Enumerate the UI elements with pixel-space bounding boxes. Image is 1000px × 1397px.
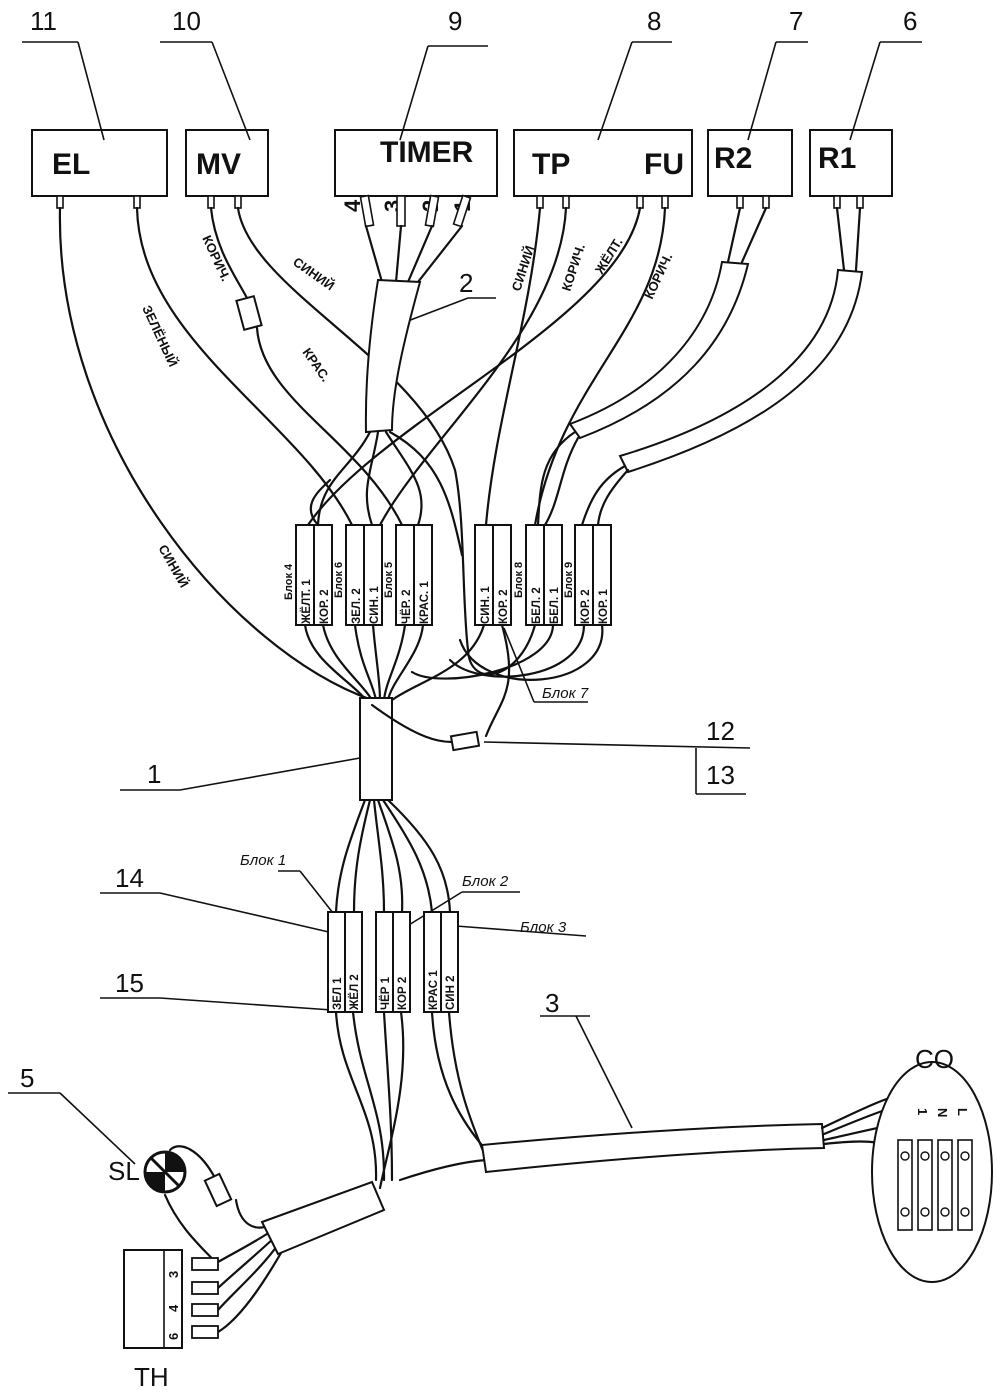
pin-b3-2: СИН 2 (445, 976, 457, 1010)
block-9-label: Блок 9 (563, 562, 575, 598)
pin-b2-2: КОР 2 (397, 977, 409, 1010)
lower-wires (163, 1010, 488, 1334)
timer-sleeve (364, 278, 422, 434)
pin-b8-1: БЕЛ. 1 (549, 587, 561, 624)
component-r1: R1 (809, 129, 893, 197)
callout-13: 13 (706, 760, 735, 790)
harness-sleeve-1 (359, 697, 393, 801)
pin-b6-2: ЗЕЛ. 2 (351, 588, 363, 624)
callout-numbers: 11 10 9 8 7 6 2 1 12 13 14 15 3 5 (20, 6, 917, 1093)
terminal-stubs (56, 195, 864, 209)
wire-label-fu-brown: КОРИЧ. (641, 251, 675, 302)
upper-blocks (295, 524, 612, 626)
r1-sleeve (618, 268, 864, 474)
callout-3: 3 (545, 988, 559, 1018)
callout-12: 12 (706, 716, 735, 746)
mv-connector (235, 294, 263, 332)
component-mv-label: MV (196, 148, 241, 181)
pin-b6-1: СИН. 1 (369, 586, 381, 624)
callout-8: 8 (647, 6, 661, 36)
ground-connector (449, 730, 481, 752)
th-connectors (191, 1257, 219, 1339)
pin-b3-1: КРАС 1 (428, 970, 440, 1010)
th-pin-4: 4 (166, 1304, 181, 1312)
component-tp-label: TP (532, 148, 570, 181)
callout-5: 5 (20, 1063, 34, 1093)
sl-connector (203, 1172, 233, 1208)
callout-2: 2 (459, 268, 473, 298)
pin-b5-1: КРАС. 1 (419, 581, 431, 624)
block-2-label: Блок 2 (462, 873, 509, 890)
timer-pin-4: 4 (340, 199, 365, 212)
upper-block-pins: ЖЁЛТ. 1 КОР. 2 ЗЕЛ. 2 СИН. 1 ЧЁР. 2 КРАС… (300, 579, 610, 625)
component-el: EL (31, 129, 168, 197)
co-pin-1: 1 (915, 1108, 930, 1115)
timer-connectors (359, 194, 472, 228)
pin-b4-2: КОР. 2 (319, 589, 331, 624)
pin-b1-2: ЖЁЛ 2 (348, 974, 361, 1011)
timer-sleeve-wires (316, 430, 464, 557)
pin-b7-1: СИН. 1 (480, 586, 492, 624)
callout-14: 14 (115, 863, 144, 893)
pin-b1-1: ЗЕЛ 1 (332, 977, 344, 1010)
lower-block-pins: ЗЕЛ 1 ЖЁЛ 2 ЧЁР 1 КОР 2 КРАС 1 СИН 2 (332, 970, 457, 1011)
block-3-label: Блок 3 (520, 919, 567, 936)
wire-label-tp-brown: КОРИЧ. (559, 242, 588, 293)
callout-6: 6 (903, 6, 917, 36)
component-timer: TIMER 4 3 2 1 (334, 129, 498, 212)
callout-15: 15 (115, 968, 144, 998)
pin-b9-1: КОР. 1 (598, 589, 610, 624)
component-r2-label: R2 (714, 142, 752, 175)
wire-label-red: КРАС. (300, 345, 334, 384)
block-7-label: Блок 7 (542, 685, 589, 702)
harness-sleeve-lower-left (260, 1180, 386, 1256)
harness-sleeve-3 (480, 1122, 826, 1174)
component-sl-label: SL (108, 1156, 140, 1186)
block-8-label: Блок 8 (513, 562, 525, 598)
co-pin-n: N (935, 1108, 950, 1117)
upper-block-labels: Блок 4 Блок 6 Блок 5 Блок 8 Блок 9 Блок … (283, 562, 589, 702)
component-co: N L 1 (871, 1061, 993, 1283)
callout-9: 9 (448, 6, 462, 36)
wire-label-el-blue: СИНИЙ (155, 542, 191, 590)
wire-label-mv-blue: СИНИЙ (290, 254, 337, 293)
upper-block-lower-wires (303, 478, 604, 738)
pin-b9-2: КОР. 2 (580, 589, 592, 624)
block-1-label: Блок 1 (240, 852, 286, 869)
component-r1-label: R1 (818, 142, 856, 175)
co-pin-l: L (955, 1108, 970, 1116)
r2-sleeve (568, 260, 750, 440)
component-co-label: CO (915, 1044, 954, 1074)
component-timer-label: TIMER (380, 136, 474, 169)
upper-wires (58, 206, 862, 702)
sl-lamp-icon (143, 1150, 187, 1194)
callout-leaders (8, 41, 922, 1165)
block-4-label: Блок 4 (283, 563, 295, 600)
block-6-label: Блок 6 (333, 562, 345, 598)
wire-label-mv-brown: КОРИЧ. (199, 233, 233, 284)
block-5-label: Блок 5 (383, 562, 395, 598)
middle-wires (334, 798, 452, 914)
callout-1: 1 (147, 759, 161, 789)
pin-b5-2: ЧЁР. 2 (400, 589, 413, 624)
component-mv: MV (185, 129, 269, 197)
pin-b4-1: ЖЁЛТ. 1 (300, 579, 313, 625)
callout-7: 7 (789, 6, 803, 36)
lower-block-labels: Блок 1 Блок 2 Блок 3 (240, 852, 567, 936)
th-pin-3: 3 (166, 1271, 181, 1278)
component-tp-fu: TP FU (513, 129, 693, 197)
component-th-label: TH (134, 1362, 169, 1392)
component-th: 3 4 6 (123, 1249, 183, 1349)
component-r2: R2 (707, 129, 793, 197)
callout-10: 10 (172, 6, 201, 36)
component-fu-label: FU (644, 148, 684, 181)
callout-11: 11 (30, 6, 57, 36)
wire-label-fu-yellow: ЖЁЛТ. (591, 235, 625, 277)
pin-b7-2: КОР. 2 (498, 589, 510, 624)
pin-b8-2: БЕЛ. 2 (531, 587, 543, 624)
component-el-label: EL (52, 148, 90, 181)
pin-b2-1: ЧЁР 1 (379, 976, 392, 1010)
th-pin-6: 6 (166, 1333, 181, 1340)
